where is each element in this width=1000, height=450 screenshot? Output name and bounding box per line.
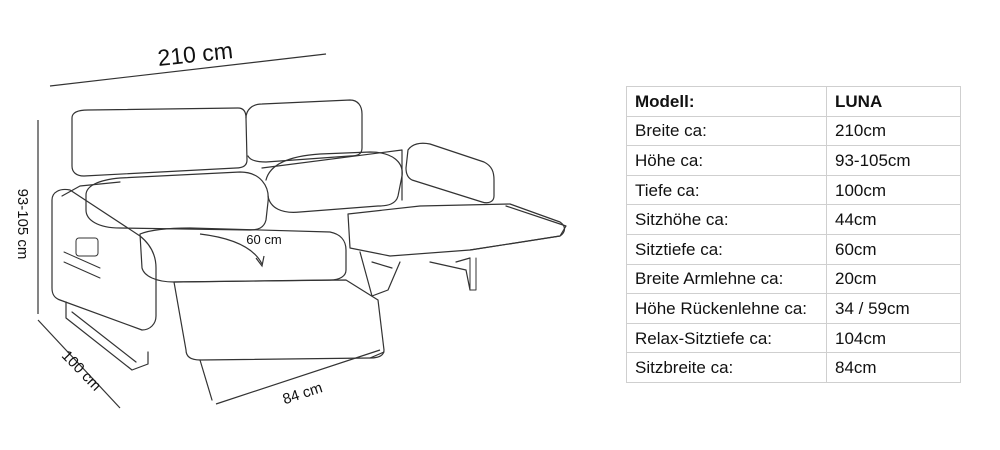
left-seat bbox=[139, 227, 347, 283]
spec-row: Sitztiefe ca:60cm bbox=[626, 233, 961, 265]
spec-row: Tiefe ca:100cm bbox=[626, 174, 961, 206]
back-frame bbox=[61, 149, 403, 201]
spec-value: 84cm bbox=[826, 352, 961, 383]
spec-value: 93-105cm bbox=[826, 145, 961, 176]
spec-value: 20cm bbox=[826, 263, 961, 295]
left-back-cushion bbox=[85, 171, 269, 231]
height-label: 93-105 cm bbox=[14, 189, 31, 260]
left-armrest bbox=[51, 188, 157, 331]
spec-row: Breite Armlehne ca:20cm bbox=[626, 263, 961, 295]
spec-label: Sitzhöhe ca: bbox=[626, 204, 827, 235]
right-armrest bbox=[405, 142, 495, 204]
recliner-button-panel bbox=[75, 237, 99, 257]
right-headrest bbox=[245, 99, 363, 163]
spec-header-label: Modell: bbox=[626, 86, 827, 117]
seat-depth-arc bbox=[199, 233, 263, 265]
spec-label: Sitzbreite ca: bbox=[626, 352, 827, 383]
mechanism bbox=[359, 251, 471, 297]
spec-row: Höhe Rückenlehne ca:34 / 59cm bbox=[626, 293, 961, 324]
spec-value: 60cm bbox=[826, 233, 961, 265]
right-seat bbox=[347, 203, 566, 257]
spec-label: Relax-Sitztiefe ca: bbox=[626, 322, 827, 354]
seat-width-label: 84 cm bbox=[281, 379, 325, 408]
depth-label: 100 cm bbox=[58, 347, 104, 394]
spec-row: Relax-Sitztiefe ca:104cm bbox=[626, 322, 961, 354]
spec-row: Sitzhöhe ca:44cm bbox=[626, 204, 961, 235]
spec-header-row: Modell: LUNA bbox=[626, 86, 961, 117]
left-leg-rest bbox=[173, 279, 385, 361]
spec-label: Breite ca: bbox=[626, 115, 827, 147]
spec-label: Breite Armlehne ca: bbox=[626, 263, 827, 295]
seat-width-dimension-line bbox=[215, 349, 381, 405]
spec-value: 104cm bbox=[826, 322, 961, 354]
sofa-sketch: 210 cm 93-105 cm 100 cm 84 cm 60 cm bbox=[14, 37, 567, 409]
right-leg-rest bbox=[469, 205, 567, 251]
spec-row: Breite ca:210cm bbox=[626, 115, 961, 147]
spec-value: 100cm bbox=[826, 174, 961, 206]
width-dimension-line bbox=[49, 53, 327, 87]
seat-depth-label: 60 cm bbox=[246, 232, 281, 247]
left-headrest bbox=[71, 107, 248, 177]
spec-label: Tiefe ca: bbox=[626, 174, 827, 206]
spec-value: 44cm bbox=[826, 204, 961, 235]
spec-header-value: LUNA bbox=[826, 86, 961, 117]
spec-label: Höhe Rückenlehne ca: bbox=[626, 293, 827, 324]
spec-value: 34 / 59cm bbox=[826, 293, 961, 324]
spec-row: Sitzbreite ca:84cm bbox=[626, 352, 961, 383]
depth-dimension-line bbox=[37, 319, 121, 409]
spec-label: Höhe ca: bbox=[626, 145, 827, 176]
base-leg bbox=[65, 301, 149, 371]
spec-row: Höhe ca:93-105cm bbox=[626, 145, 961, 176]
spec-value: 210cm bbox=[826, 115, 961, 147]
spec-label: Sitztiefe ca: bbox=[626, 233, 827, 265]
